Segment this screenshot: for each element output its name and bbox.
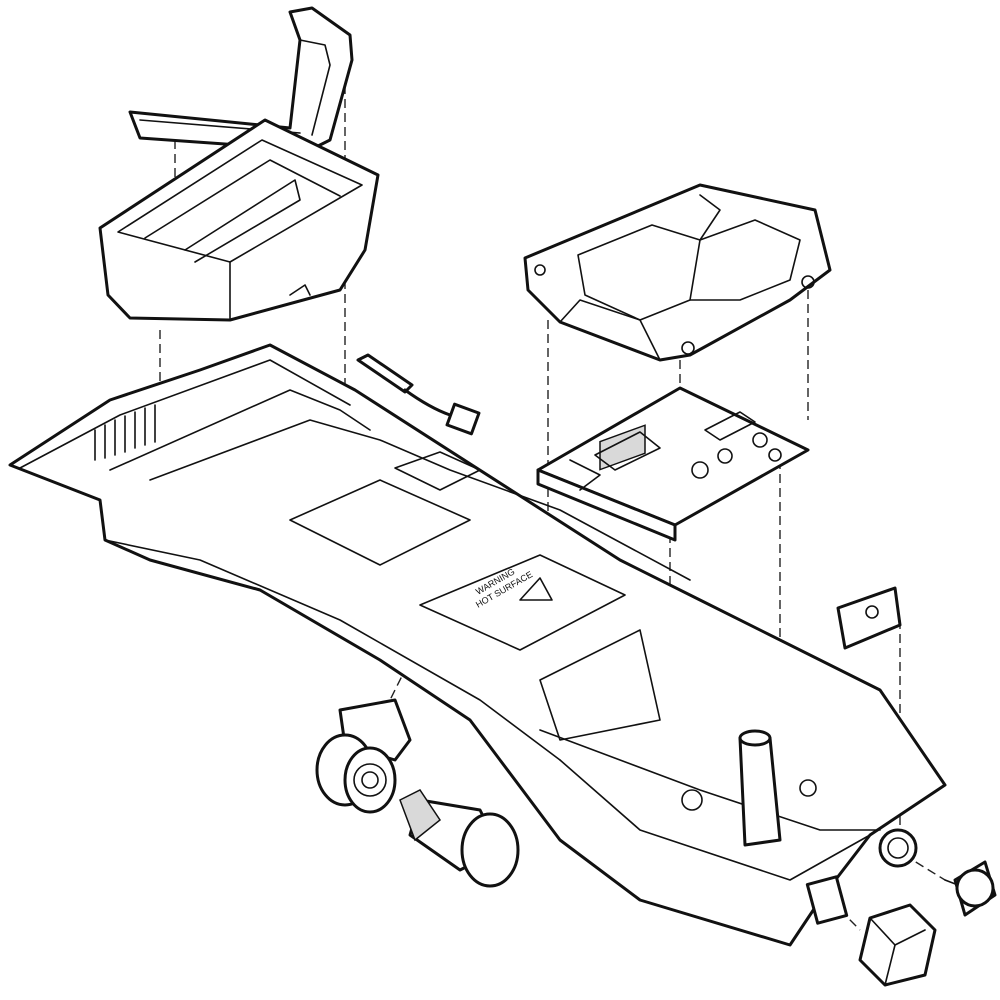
fan-assembly-part: [315, 698, 412, 814]
side-bracket-part: [836, 586, 902, 650]
wire-harness-part: [356, 353, 481, 436]
transformer-part: [523, 183, 832, 362]
knob-part: [944, 860, 997, 917]
handle-part: [128, 6, 354, 152]
switch-part: [858, 903, 937, 987]
water-tank-part: [98, 118, 380, 322]
lamp-bulb-part: [399, 789, 520, 888]
base-housing-part: WARNING HOT SURFACE: [8, 343, 947, 947]
control-board-part: [536, 386, 810, 542]
